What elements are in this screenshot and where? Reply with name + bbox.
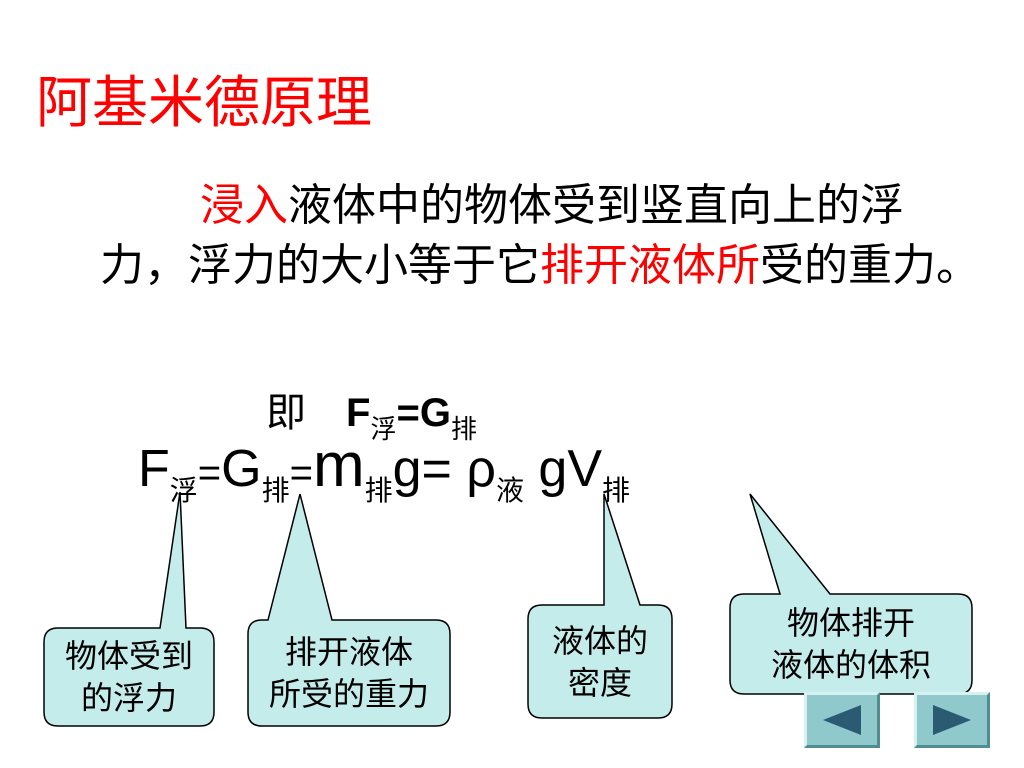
callout-1-shape <box>43 491 215 727</box>
callout-3-shape <box>527 493 673 719</box>
slide-title: 阿基米德原理 <box>36 71 372 136</box>
callout-1-line-1: 物体受到 <box>64 637 193 675</box>
eq-equals: = <box>396 391 420 435</box>
callout-2-line-2: 所受的重力 <box>268 675 429 713</box>
eq2-gv: gV <box>523 440 603 498</box>
equation-full: F浮=G排=m排g= ρ液 gV排 <box>138 430 630 507</box>
callout-displaced-weight: 排开液体所受的重力 <box>248 620 450 726</box>
eq-g-subscript: 排 <box>450 415 477 445</box>
callout-4-line-2: 液体的体积 <box>770 646 931 684</box>
prev-slide-button[interactable] <box>804 692 880 748</box>
eq2-m-subscript: 排 <box>364 474 393 507</box>
eq2-g-symbol: G <box>221 440 262 498</box>
callout-2-line-1: 排开液体 <box>284 633 413 671</box>
next-slide-button[interactable] <box>914 692 990 748</box>
callout-4-line-1: 物体排开 <box>786 604 915 642</box>
eq-f-symbol: F <box>346 391 371 435</box>
callout-1-line-2: 的浮力 <box>80 679 177 717</box>
equation-prefix: 即 <box>266 390 306 436</box>
callout-2-shape <box>247 493 451 727</box>
eq2-f-symbol: F <box>138 440 170 498</box>
triangle-left-icon <box>823 705 861 735</box>
eq2-f-subscript: 浮 <box>169 474 198 507</box>
eq-g-symbol: G <box>419 391 451 435</box>
callout-liquid-density: 液体的密度 <box>528 605 672 718</box>
eq2-rho-subscript: 液 <box>495 474 524 507</box>
paragraph-text-1: 液体中的物体受到竖直向上的浮力，浮力的大小等于它 <box>100 180 904 291</box>
paragraph-highlight-displaced: 排开液体所 <box>540 240 760 291</box>
eq2-g-subscript: 排 <box>261 474 290 507</box>
eq2-equals-1: = <box>197 451 222 495</box>
paragraph-highlight-immersed: 浸入 <box>200 180 288 231</box>
eq-f-subscript: 浮 <box>370 415 397 445</box>
eq2-m-symbol: m <box>312 431 365 500</box>
eq2-equals-2: = <box>289 451 313 495</box>
callout-3-line-1: 液体的 <box>551 621 648 660</box>
paragraph-text-2: 受的重力。 <box>760 240 980 291</box>
callout-displaced-volume: 物体排开液体的体积 <box>730 594 972 694</box>
eq2-g-rho: g= ρ <box>392 440 496 498</box>
callout-buoyant-force: 物体受到的浮力 <box>44 628 214 726</box>
triangle-right-icon <box>933 705 971 735</box>
callout-3-line-2: 密度 <box>567 663 632 702</box>
principle-paragraph: 浸入液体中的物体受到竖直向上的浮力，浮力的大小等于它排开液体所受的重力。 <box>100 176 990 296</box>
